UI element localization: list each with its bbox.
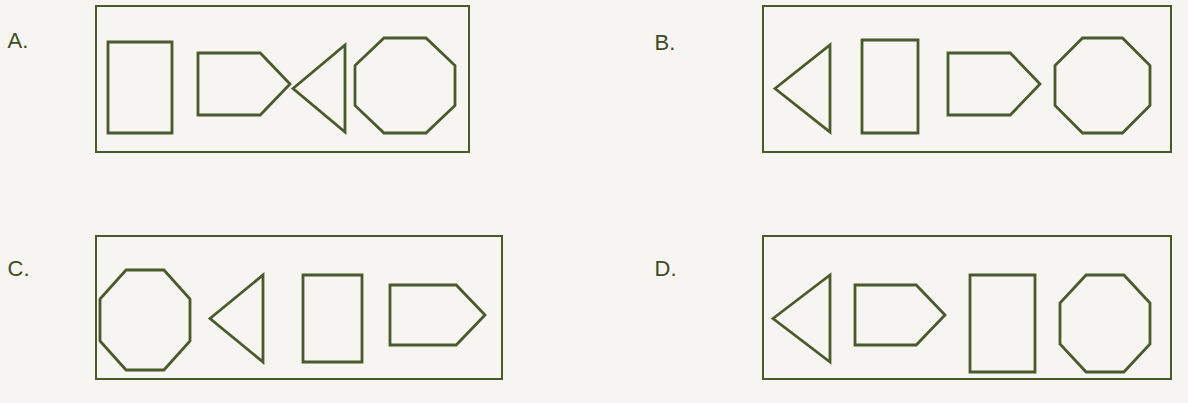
rectangle-shape bbox=[108, 42, 172, 133]
pentagon-shape bbox=[948, 53, 1040, 115]
triangle-shape bbox=[293, 45, 345, 132]
option-letter: A. bbox=[8, 30, 29, 52]
option-box: C. bbox=[95, 235, 503, 380]
option-letter: C. bbox=[8, 258, 30, 280]
octagon-shape bbox=[100, 270, 190, 370]
pentagon-shape bbox=[390, 285, 485, 345]
option-letter: B. bbox=[655, 32, 676, 54]
triangle-shape bbox=[775, 45, 830, 132]
option-box: B. bbox=[762, 5, 1172, 153]
triangle-shape bbox=[773, 275, 830, 362]
rectangle-shape bbox=[970, 275, 1035, 372]
pentagon-shape bbox=[198, 53, 290, 115]
option-box: A. bbox=[95, 5, 470, 153]
rectangle-shape bbox=[862, 40, 918, 133]
option-letter: D. bbox=[655, 258, 677, 280]
octagon-shape bbox=[1055, 38, 1150, 133]
option-box: D. bbox=[762, 235, 1172, 380]
triangle-shape bbox=[210, 275, 263, 362]
pentagon-shape bbox=[855, 285, 945, 345]
octagon-shape bbox=[1060, 275, 1150, 372]
rectangle-shape bbox=[303, 275, 362, 362]
octagon-shape bbox=[355, 38, 455, 133]
